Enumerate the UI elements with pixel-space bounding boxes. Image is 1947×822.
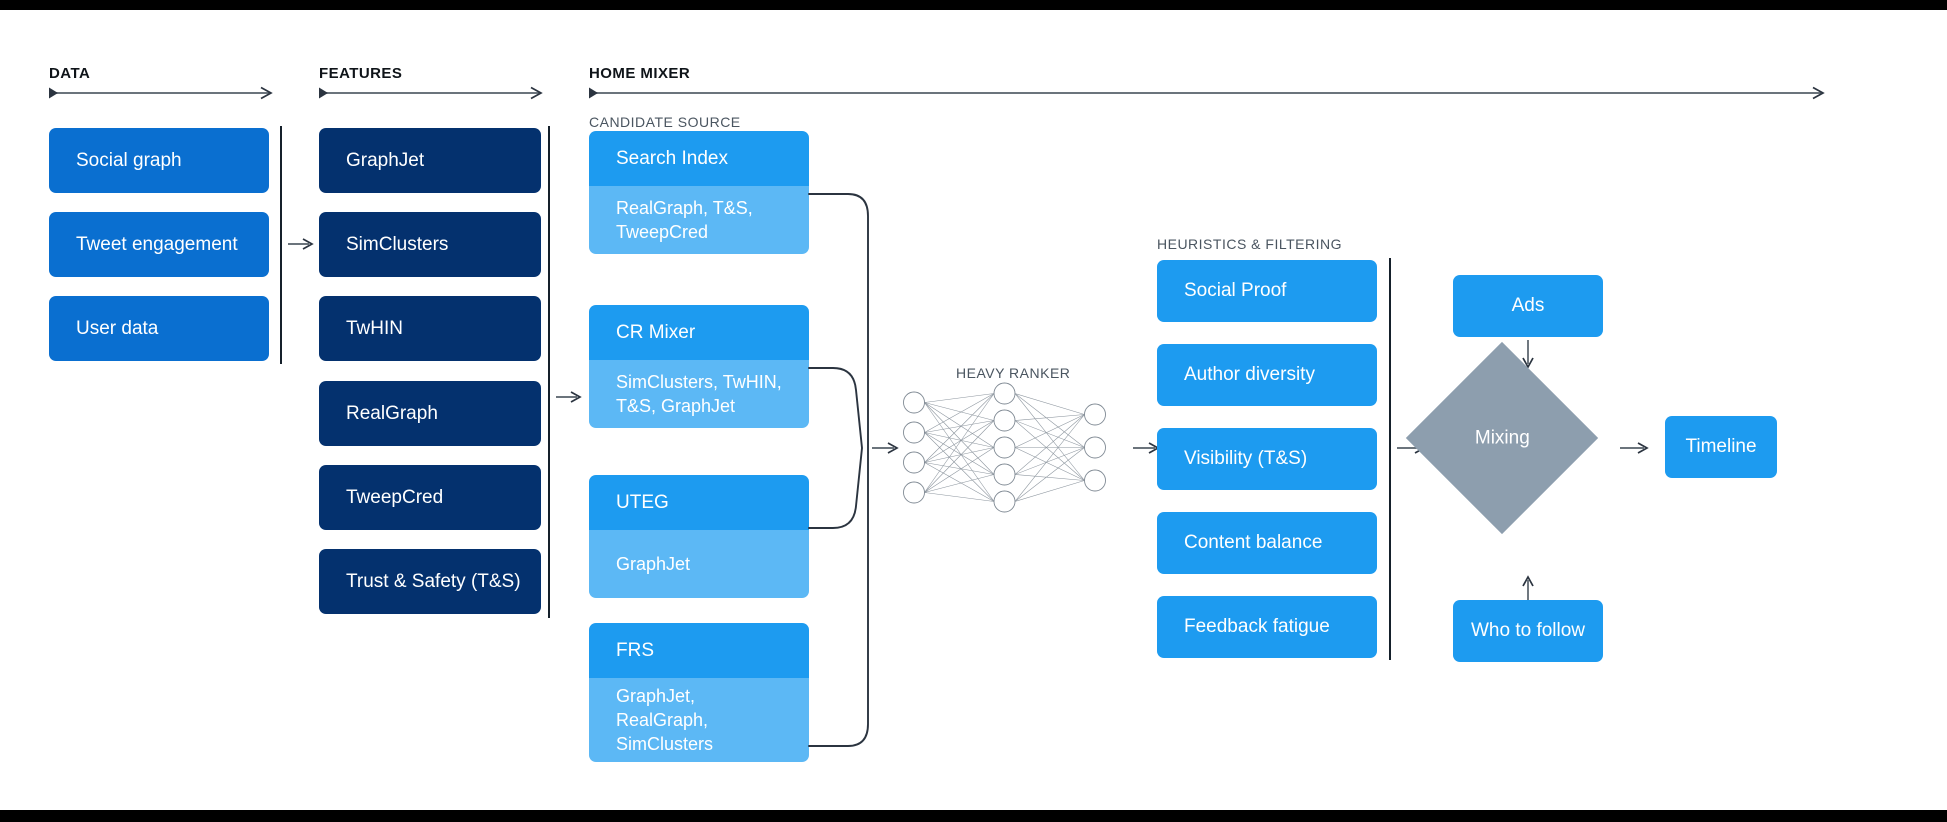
candidate-card-features: RealGraph, T&S, TweepCred [589,186,809,254]
subsection-title-heuristics: HEURISTICS & FILTERING [1157,236,1342,252]
section-rule-home-mixer [589,86,1829,104]
section-rule-data [49,86,275,104]
data-box-label: Tweet engagement [76,233,238,255]
output-box-label: Ads [1511,295,1545,316]
feature-box-label: TwHIN [346,317,403,339]
feature-box-label: SimClusters [346,233,449,255]
data-box-label: Social graph [76,149,182,171]
feature-box-tweepcred[interactable]: TweepCred [319,465,541,530]
section-title-data: DATA [49,65,91,82]
candidate-card-features: GraphJet, RealGraph, SimClusters [589,678,809,762]
section-title-home-mixer: HOME MIXER [589,65,691,82]
section-rule-features [319,86,545,104]
feature-box-trust-and-safety[interactable]: Trust & Safety (T&S) [319,549,541,614]
divider-features [548,126,550,618]
arrow-mixing-to-timeline [1620,441,1652,460]
feature-box-simclusters[interactable]: SimClusters [319,212,541,277]
heuristic-box-content-balance[interactable]: Content balance [1157,512,1377,574]
subsection-title-candidate-source: CANDIDATE SOURCE [589,114,741,130]
candidate-card-title: Search Index [589,131,809,186]
data-box-user-data[interactable]: User data [49,296,269,361]
heuristic-box-visibility[interactable]: Visibility (T&S) [1157,428,1377,490]
output-box-who-to-follow[interactable]: Who to follow [1453,600,1603,662]
candidate-card-features: GraphJet [589,530,809,598]
output-box-ads[interactable]: Ads [1453,275,1603,337]
mixing-node[interactable]: Mixing [1405,341,1599,535]
feature-box-graphjet[interactable]: GraphJet [319,128,541,193]
heavy-ranker-network [900,382,1115,515]
divider-heuristics [1389,258,1391,660]
candidate-card-title: FRS [589,623,809,678]
candidate-card-title: UTEG [589,475,809,530]
heuristic-box-label: Feedback fatigue [1184,616,1330,637]
candidate-card-search-index[interactable]: Search Index RealGraph, T&S, TweepCred [589,131,809,254]
heuristic-box-label: Content balance [1184,532,1323,553]
heuristic-box-label: Author diversity [1184,364,1315,385]
heuristic-box-feedback-fatigue[interactable]: Feedback fatigue [1157,596,1377,658]
heuristic-box-social-proof[interactable]: Social Proof [1157,260,1377,322]
data-box-tweet-engagement[interactable]: Tweet engagement [49,212,269,277]
mixing-label: Mixing [1474,427,1530,448]
heuristic-box-label: Visibility (T&S) [1184,448,1308,469]
feature-box-label: GraphJet [346,149,425,171]
feature-box-label: TweepCred [346,486,444,508]
subsection-title-heavy-ranker: HEAVY RANKER [956,365,1071,381]
candidate-card-cr-mixer[interactable]: CR Mixer SimClusters, TwHIN, T&S, GraphJ… [589,305,809,428]
output-box-label: Timeline [1685,436,1757,457]
feature-box-realgraph[interactable]: RealGraph [319,381,541,446]
brace-candidates-to-ranker [806,170,886,775]
data-box-social-graph[interactable]: Social graph [49,128,269,193]
arrow-candidates-to-ranker [872,441,902,460]
feature-box-label: RealGraph [346,402,438,424]
feature-box-label: Trust & Safety (T&S) [346,570,521,592]
candidate-card-title: CR Mixer [589,305,809,360]
output-box-label: Who to follow [1470,620,1586,641]
candidate-card-uteg[interactable]: UTEG GraphJet [589,475,809,598]
heuristic-box-author-diversity[interactable]: Author diversity [1157,344,1377,406]
data-box-label: User data [76,317,159,339]
heuristic-box-label: Social Proof [1184,280,1287,301]
feature-box-twhin[interactable]: TwHIN [319,296,541,361]
divider-data [280,126,282,364]
output-box-timeline[interactable]: Timeline [1665,416,1777,478]
arrow-features-to-candidates [556,390,584,409]
diagram-canvas: DATA FEATURES HOME MIXER CANDIDATE SOURC… [0,10,1947,810]
section-title-features: FEATURES [319,65,403,82]
candidate-card-features: SimClusters, TwHIN, T&S, GraphJet [589,360,809,428]
candidate-card-frs[interactable]: FRS GraphJet, RealGraph, SimClusters [589,623,809,762]
arrow-data-to-features [288,237,316,256]
